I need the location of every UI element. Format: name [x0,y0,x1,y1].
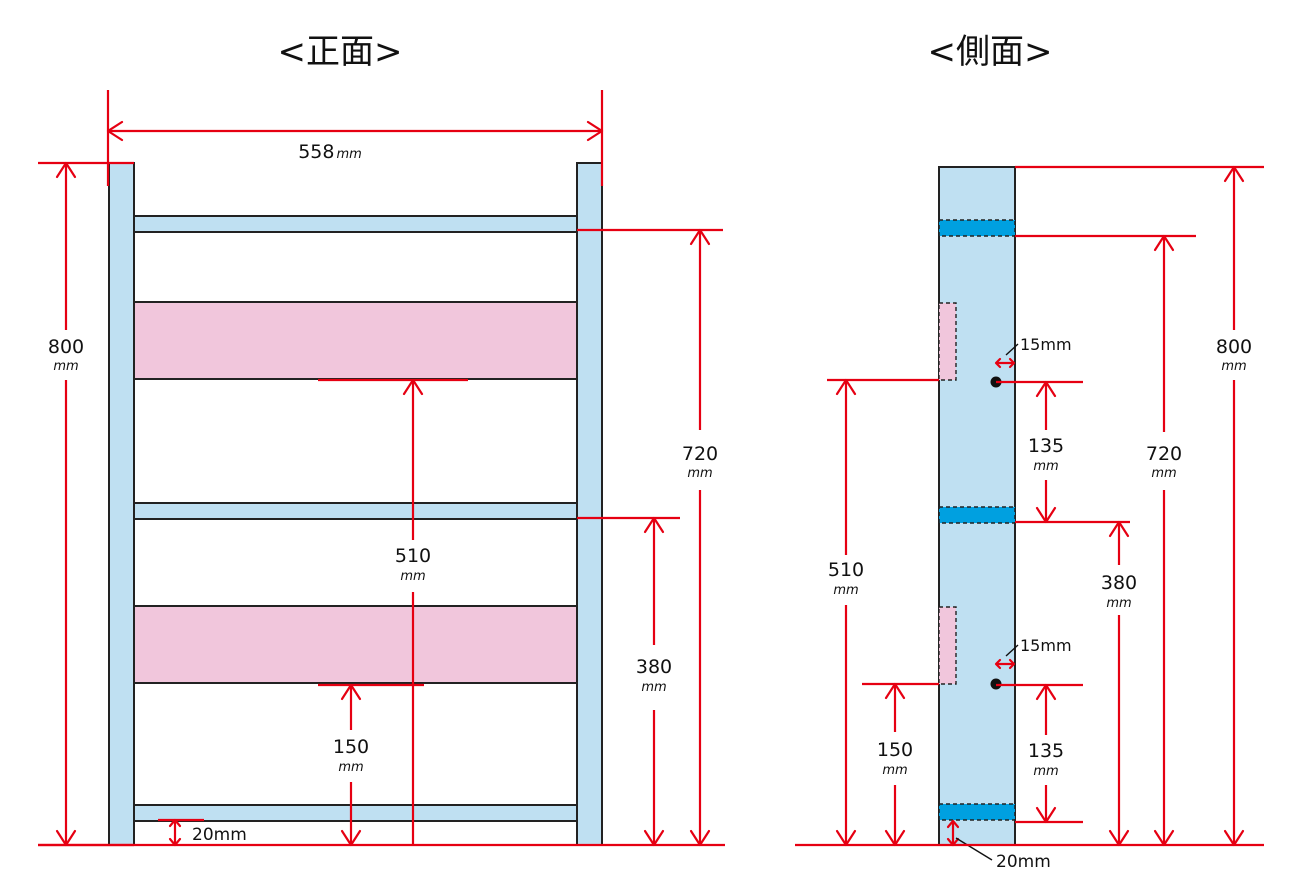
front-top-rail-value: 720 [682,443,718,465]
front-lower-panel [133,605,578,684]
side-top-rail-section [938,219,1016,237]
front-title: <正面> [278,32,403,72]
side-upper-hole-gap-value: 135 [1028,435,1064,457]
front-left-post [108,162,135,846]
side-total-height-dimension: 800 mm [1015,165,1264,847]
side-total-height-unit: mm [1221,359,1246,374]
side-upper-hole-gap: 135 mm [996,380,1130,524]
front-upper-panel [133,301,578,380]
side-top-rail-unit: mm [1151,466,1176,481]
front-upper-panel-dimension: 510 mm [318,378,468,845]
front-total-height-unit: mm [53,359,78,374]
side-upper-panel-edge [938,302,957,381]
side-upper-hole-offset-value: 15mm [1020,335,1072,354]
side-lower-panel-unit: mm [882,763,907,778]
front-top-rail-unit: mm [687,466,712,481]
side-lower-panel-dimension: 150 mm [862,682,939,847]
side-view: <側面> 15mm 15mm [795,32,1264,872]
side-lower-hole-gap-unit: mm [1033,764,1058,779]
side-upper-hole-gap-unit: mm [1033,459,1058,474]
front-top-rail [133,215,578,233]
side-bottom-rail-section [938,803,1016,821]
front-middle-rail-unit: mm [641,680,666,695]
side-middle-rail-unit: mm [1106,596,1131,611]
front-bottom-rail-dimension: 20mm [158,818,247,847]
side-upper-panel-dimension: 510 mm [827,378,939,847]
side-lower-hole-offset-value: 15mm [1020,636,1072,655]
front-upper-panel-unit: mm [400,569,425,584]
front-bottom-rail-value: 20mm [192,825,247,845]
front-total-height-value: 800 [48,336,84,358]
side-lower-panel-value: 150 [877,739,913,761]
front-middle-rail-dimension: 380 mm [577,516,680,847]
side-title: <側面> [928,32,1053,72]
front-right-post [576,162,603,846]
front-middle-rail [133,502,578,520]
front-middle-rail-value: 380 [636,656,672,678]
front-upper-panel-value: 510 [395,545,431,567]
side-middle-rail-dimension: 380 mm [1101,520,1137,847]
side-total-height-value: 800 [1216,336,1252,358]
side-upper-hole-offset: 15mm [994,335,1072,369]
front-lower-panel-value: 150 [333,736,369,758]
side-upper-panel-value: 510 [828,559,864,581]
side-lower-hole-offset: 15mm [994,636,1072,670]
side-post [938,166,1016,846]
side-lower-hole-gap-value: 135 [1028,740,1064,762]
side-top-rail-dimension: 720 mm [1015,234,1196,847]
side-top-rail-value: 720 [1146,443,1182,465]
side-lower-hole-gap: 135 mm [996,683,1083,824]
side-middle-rail-section [938,506,1016,524]
side-upper-panel-unit: mm [833,583,858,598]
side-bottom-rail-value: 20mm [996,852,1051,872]
front-lower-panel-unit: mm [338,760,363,775]
side-middle-rail-value: 380 [1101,572,1137,594]
side-lower-panel-edge [938,606,957,685]
front-bottom-rail [133,804,578,822]
front-top-rail-dimension: 720 mm [577,228,723,847]
